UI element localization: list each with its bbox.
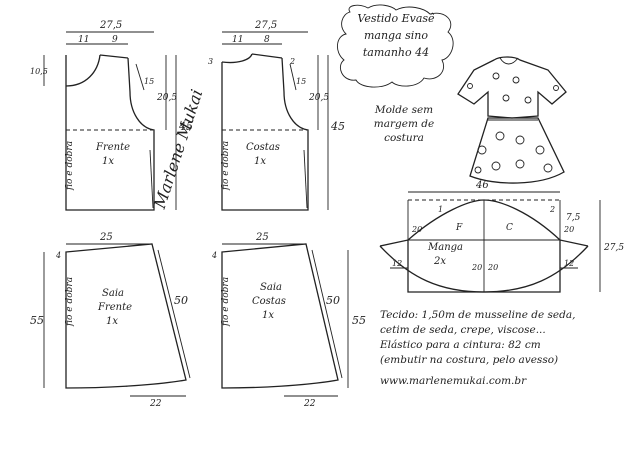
skirt-back-25-label: 25	[255, 232, 269, 243]
fabric-notes: Tecido: 1,50m de musseline de seda, ceti…	[380, 308, 630, 389]
front-name: Frente	[95, 142, 130, 153]
front-45-label: 45	[178, 120, 193, 133]
skirt-front	[43, 243, 191, 397]
fabric-line-4: (embutir na costura, pelo avesso)	[380, 354, 559, 366]
sleeve-name: Manga	[427, 242, 463, 253]
skirt-front-25-label: 25	[99, 232, 113, 243]
note-line-2: margem de	[373, 118, 435, 130]
fabric-line-1: Tecido: 1,50m de musseline de seda,	[380, 309, 576, 321]
website-link[interactable]: www.marlenemukai.com.br	[380, 375, 527, 387]
back-qty: 1x	[254, 156, 266, 167]
note-line-3: costura	[384, 132, 424, 144]
dress-illustration	[457, 56, 567, 184]
skirt-back-name2: Costas	[252, 296, 286, 307]
sleeve-75-label: 7,5	[566, 213, 581, 223]
front-11-label: 11	[78, 35, 89, 45]
skirt-back-name1: Saia	[260, 282, 282, 293]
skirt-back-22-label: 22	[303, 399, 316, 409]
fabric-line-3: Elástico para a cintura: 82 cm	[380, 339, 541, 351]
seam-allowance-note: Molde sem margem de costura	[356, 103, 452, 145]
fabric-line-2: cetim de seda, crepe, viscose...	[380, 324, 546, 336]
title-line-1: Vestido Evasê	[357, 12, 435, 25]
sleeve-qty: 2x	[433, 256, 446, 267]
sleeve-12b-label: 12	[564, 259, 574, 268]
back-bodice	[221, 31, 329, 211]
title-block: Vestido Evasê manga sino tamanho 44	[342, 10, 450, 61]
front-bodice	[43, 31, 177, 211]
sleeve-pattern	[379, 191, 601, 293]
skirt-front-fold-label: fio e dobra	[65, 277, 75, 327]
sleeve-f-label: F	[455, 223, 463, 233]
skirt-back-fold-label: fio e dobra	[221, 277, 231, 327]
sleeve-1-label: 1	[438, 205, 443, 214]
skirt-back-4-label: 4	[211, 251, 217, 260]
front-neck-label: 10,5	[30, 67, 48, 76]
front-205-label: 20,5	[156, 93, 177, 103]
skirt-back	[221, 243, 349, 397]
sleeve-275-label: 27,5	[603, 243, 624, 253]
skirt-front-4-label: 4	[55, 251, 61, 260]
skirt-back-50-label: 50	[326, 294, 340, 307]
title-line-2: manga sino	[363, 29, 429, 42]
back-fold-label: fio e dobra	[221, 141, 231, 191]
back-8-label: 8	[264, 35, 270, 45]
back-11-label: 11	[232, 35, 243, 45]
sleeve-c-label: C	[506, 223, 513, 233]
front-9-label: 9	[112, 35, 118, 45]
sleeve-46-label: 46	[475, 180, 489, 191]
sleeve-20b-label: 20	[471, 263, 482, 272]
skirt-back-55-label: 55	[352, 314, 366, 327]
title-bubble	[337, 4, 454, 88]
back-45-label: 45	[330, 120, 345, 133]
skirt-front-qty: 1x	[106, 316, 118, 327]
skirt-front-name2: Frente	[97, 302, 132, 313]
note-line-1: Molde sem	[374, 104, 434, 116]
front-width-label: 27,5	[99, 20, 122, 31]
back-name: Costas	[246, 142, 280, 153]
sleeve-20c-label: 20	[487, 263, 498, 272]
skirt-front-22-label: 22	[149, 399, 162, 409]
front-fold-label: fio e dobra	[65, 141, 75, 191]
skirt-front-55-label: 55	[30, 314, 44, 327]
skirt-back-qty: 1x	[262, 310, 274, 321]
sleeve-2-label: 2	[549, 205, 555, 214]
sleeve-20a-label: 20	[411, 225, 422, 234]
front-15-label: 15	[144, 77, 154, 86]
back-3-label: 3	[208, 57, 213, 66]
back-width-label: 27,5	[254, 20, 277, 31]
skirt-front-50-label: 50	[174, 294, 188, 307]
sleeve-20d-label: 20	[563, 225, 574, 234]
sleeve-12a-label: 12	[392, 259, 402, 268]
front-qty: 1x	[102, 156, 114, 167]
back-15-label: 15	[296, 77, 306, 86]
back-2-label: 2	[289, 57, 295, 66]
back-205-label: 20,5	[308, 93, 329, 103]
title-line-3: tamanho 44	[362, 46, 430, 59]
skirt-front-name1: Saia	[102, 288, 124, 299]
